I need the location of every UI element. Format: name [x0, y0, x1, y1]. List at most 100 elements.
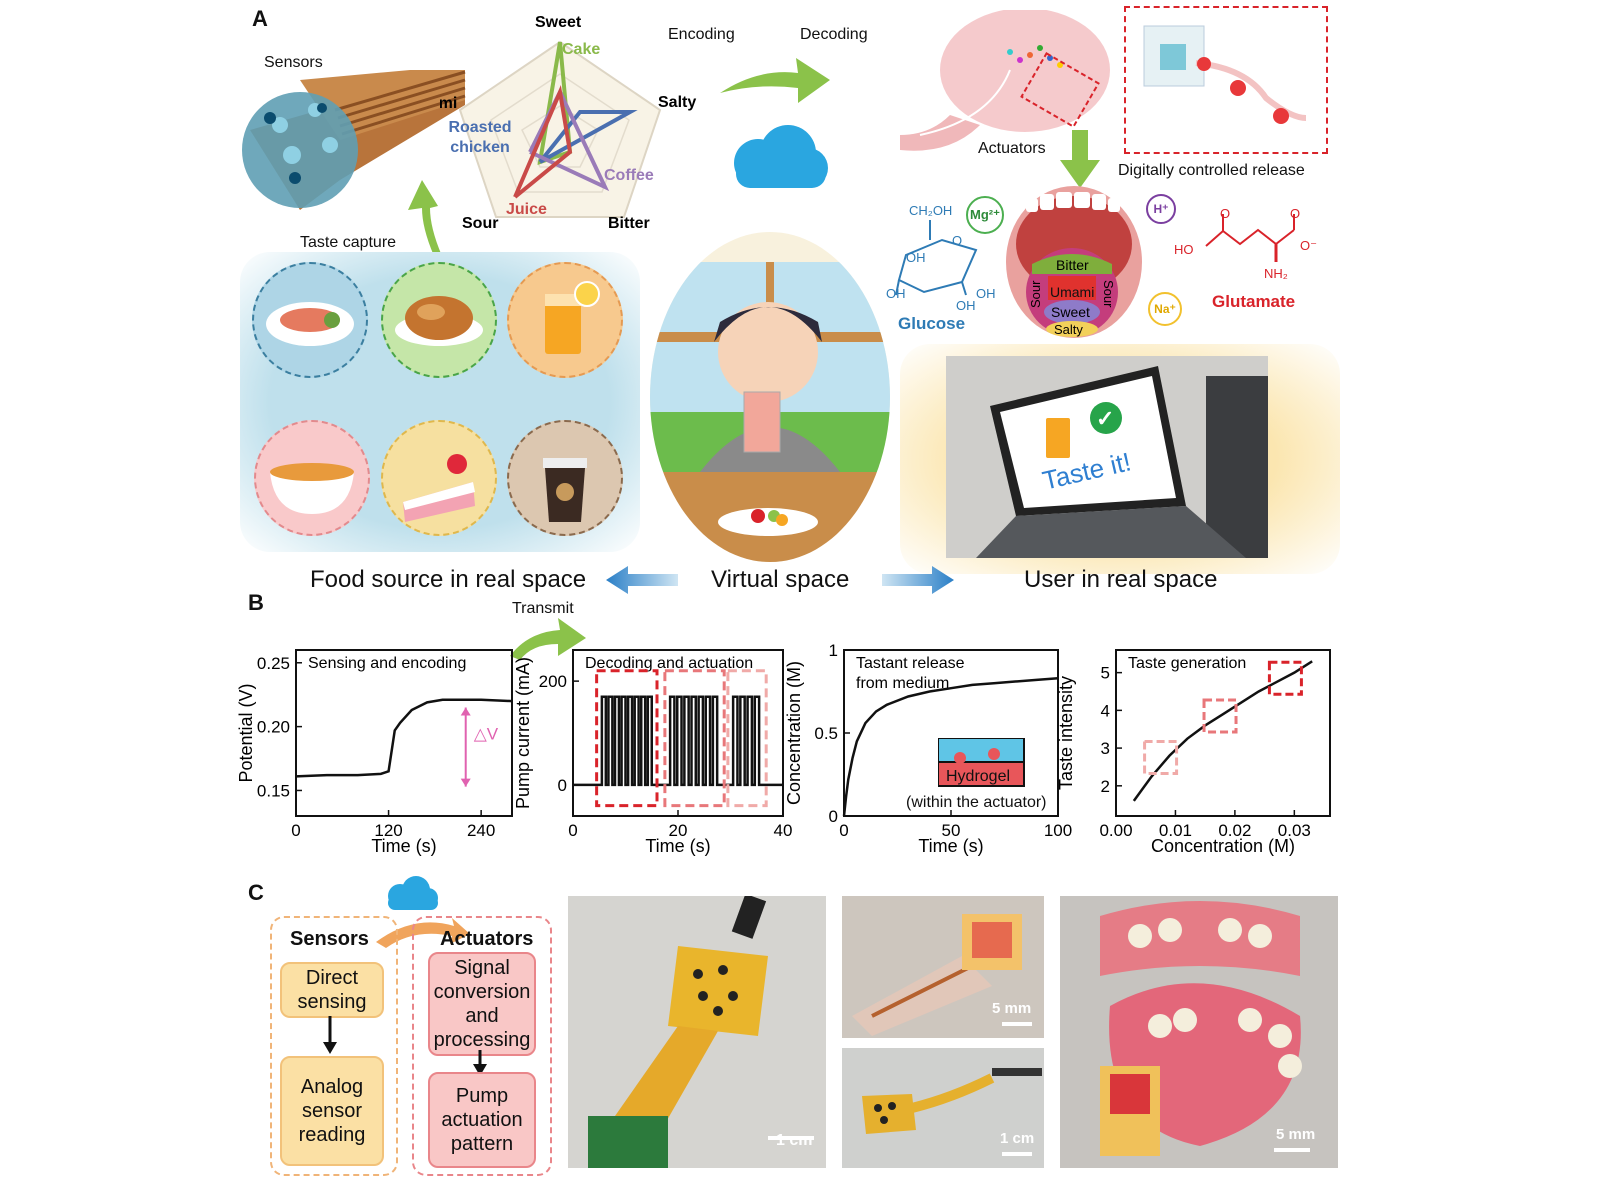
h-ion-badge: H⁺ [1146, 194, 1176, 224]
x-tick-label: 40 [774, 821, 793, 840]
release-label: Digitally controlled release [1118, 162, 1305, 179]
tongue-umami: Umami [1050, 284, 1094, 300]
food-coffee [507, 420, 623, 536]
x-tick-label: 0 [839, 821, 848, 840]
scale-bar-5mm-b: 5 mm [1276, 1126, 1316, 1143]
actuators-group [412, 916, 552, 1176]
chart-title: Decoding and actuation [585, 655, 753, 672]
plot-frame [295, 649, 513, 817]
tongue-bitter: Bitter [1056, 257, 1089, 273]
scale-bar-1cm-b: 1 cm [1000, 1130, 1035, 1147]
y-axis-label: Pump current (mA) [513, 657, 533, 809]
analog-reading-box: Analog sensor reading [280, 1056, 384, 1166]
axis-label-umami: Umami [440, 95, 457, 112]
glucose-oh-2: OH [886, 286, 906, 301]
tongue-sour-right: Sour [1101, 280, 1116, 308]
highlight-box [726, 669, 768, 808]
left-arrow [606, 566, 678, 594]
y-tick-label: 0.25 [257, 654, 290, 673]
y-tick-label: 0 [558, 776, 567, 795]
chart-title: Taste generation [1128, 655, 1246, 672]
virtual-space-illustration [650, 232, 890, 562]
glucose-ring-o: O [952, 233, 962, 248]
glucose-oh-1: OH [906, 250, 926, 265]
hydrogel-label: Hydrogel [946, 768, 1011, 785]
y-tick-label: 0.15 [257, 781, 290, 800]
actuator-illustration [900, 10, 1110, 151]
series-line [295, 698, 513, 778]
food-salad-plate [252, 262, 368, 378]
glucose-oh-4: OH [976, 286, 996, 301]
x-tick-label: 0 [568, 821, 577, 840]
glutamate-o-1: O [1220, 206, 1230, 221]
y-tick-label: 4 [1101, 701, 1110, 720]
virtual-space-label: Virtual space [711, 566, 850, 593]
y-tick-label: 200 [539, 672, 567, 691]
hydrogel-diagram [937, 737, 1025, 787]
pump-pattern-box: Pump actuation pattern [428, 1072, 536, 1168]
encoding-arrow-cloud [720, 58, 830, 188]
flow-arrow-sensors [323, 1016, 337, 1054]
actuator-photo: 5 mm [842, 896, 1044, 1038]
y-tick-label: 0.5 [814, 724, 838, 743]
tongue-salty: Salty [1054, 322, 1083, 337]
sensor-photo: 1 cm [568, 896, 826, 1168]
y-tick-label: 1 [829, 641, 838, 660]
legend-juice: Juice [506, 201, 547, 218]
actuators-title: Actuators [440, 928, 534, 950]
axis-label-sweet: Sweet [535, 14, 582, 31]
x-tick-label: 0.01 [1159, 821, 1192, 840]
glutamate-structure: O O HO O⁻ NH₂ [1174, 206, 1317, 281]
axis-label-sour: Sour [462, 215, 498, 232]
y-axis-label: Concentration (M) [784, 661, 804, 805]
tongue-map: Bitter Umami Sweet Salty Sour Sour [1006, 186, 1142, 338]
glutamate-o-2: O [1290, 206, 1300, 221]
cloud-transfer-arrow [376, 876, 470, 948]
x-axis-label: Time (s) [918, 836, 983, 856]
actuators-label: Actuators [978, 140, 1046, 157]
glucose-structure: CH₂OH O OH OH OH OH [886, 203, 996, 313]
food-cake [381, 420, 497, 536]
taste-capture-label: Taste capture [300, 234, 397, 251]
series-line-cake [537, 41, 573, 165]
glucose-label: Glucose [898, 314, 966, 333]
hydrogel-note: (within the actuator) [906, 794, 1047, 811]
glutamate-ho: HO [1174, 242, 1194, 257]
highlight-box [1143, 740, 1179, 776]
down-arrow [1060, 130, 1100, 188]
denture-photo: 5 mm [1060, 896, 1338, 1168]
glutamate-nh2: NH₂ [1264, 266, 1288, 281]
sensors-title: Sensors [290, 928, 369, 950]
user-laptop-photo: ✓ Taste it! [946, 356, 1268, 558]
encoding-label: Encoding [668, 26, 735, 43]
y-tick-label: 2 [1101, 777, 1110, 796]
legend-coffee: Coffee [604, 167, 654, 184]
y-axis-label: Potential (V) [236, 683, 256, 782]
y-tick-label: 3 [1101, 739, 1110, 758]
legend-cake: Cake [562, 41, 600, 58]
decoding-label: Decoding [800, 26, 868, 43]
right-arrow [882, 566, 954, 594]
plot-frame [1115, 649, 1331, 817]
flexible-sensor-photo: 1 cm [842, 1048, 1044, 1168]
x-tick-label: 50 [942, 821, 961, 840]
signal-processing-box: Signal conversion and processing [428, 952, 536, 1056]
panel-label-b: B [248, 590, 264, 615]
series-line [842, 676, 1059, 817]
hydrogel-inset: Hydrogel [937, 737, 1048, 795]
release-detail-box [1124, 6, 1328, 154]
chart-title: from medium [856, 675, 949, 692]
food-juice [507, 262, 623, 378]
user-space-label: User in real space [1024, 566, 1218, 593]
panel-label-c: C [248, 880, 264, 905]
axis-label-bitter: Bitter [608, 215, 650, 232]
cloud-icon [388, 876, 438, 910]
series-line [573, 695, 783, 787]
flow-arrow-actuators [473, 1050, 487, 1076]
scale-bar-5mm-a: 5 mm [992, 1000, 1032, 1017]
food-soup [254, 420, 370, 536]
glucose-ch2oh: CH₂OH [909, 203, 952, 218]
